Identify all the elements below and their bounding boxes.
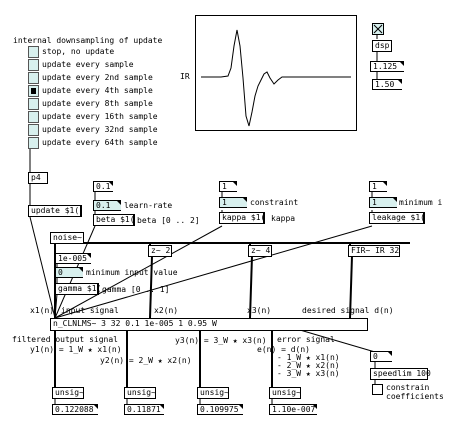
radio-option-label: update every 32nd sample <box>42 125 158 134</box>
fir-object[interactable]: FIR~ IR 32 <box>348 245 400 257</box>
meter-value-1[interactable]: 0.122088 <box>52 404 98 415</box>
update-message[interactable]: update $1( <box>28 205 82 217</box>
rate-numbox[interactable]: 1.50 <box>372 79 402 90</box>
x3-label: x3(n) <box>247 306 272 315</box>
beta-message[interactable]: beta $1( <box>93 214 135 226</box>
gamma-slider[interactable]: 0 <box>55 267 83 278</box>
kappa-message[interactable]: kappa $1( <box>219 212 265 224</box>
y2-label: y2(n) = 2_W ★ x2(n) <box>100 356 192 365</box>
radio-option-label: update every 4th sample <box>42 86 153 95</box>
constraint-numbox[interactable]: 1 <box>219 181 237 192</box>
coefficients-label: coefficients <box>386 392 444 401</box>
gamma-label: gamma [0 .. 1] <box>102 285 170 294</box>
gamma-numbox[interactable]: 1e-005 <box>55 253 91 264</box>
unsig-object-3[interactable]: unsig~ <box>197 387 229 399</box>
meter-value-3[interactable]: 0.109975 <box>197 404 243 415</box>
beta-label: beta [0 .. 2] <box>137 216 200 225</box>
unsig-object-1[interactable]: unsig~ <box>52 387 84 399</box>
input-signal-label: input signal <box>61 306 119 315</box>
filtered-output-label: filtered output signal <box>12 335 118 344</box>
radio-option-label: update every 8th sample <box>42 99 153 108</box>
dsp-object[interactable]: dsp <box>372 40 392 52</box>
unsig-object-4[interactable]: unsig~ <box>269 387 301 399</box>
radio-cell[interactable] <box>28 85 39 97</box>
speedlim-object[interactable]: speedlim 100 <box>370 368 431 380</box>
e3-label: - 3_W ★ x3(n) <box>277 369 340 378</box>
z4-object[interactable]: z~ 4 <box>248 245 272 257</box>
learnrate-label: learn-rate <box>124 201 173 210</box>
dsp-toggle[interactable] <box>372 23 384 35</box>
radio-option-label: stop, no update <box>42 47 115 56</box>
graph-label-ir: IR <box>180 72 190 81</box>
radio-cell[interactable] <box>28 59 39 71</box>
cpu-numbox[interactable]: 1.125 <box>370 61 404 72</box>
mininput-slider[interactable]: 1 <box>369 197 397 208</box>
meter-value-2[interactable]: 0.11871 <box>124 404 164 415</box>
mininput-label: minimum i <box>399 198 443 207</box>
learnrate-numbox[interactable]: 0.1 <box>93 181 113 192</box>
constraint-label: constraint <box>250 198 299 207</box>
lms-object[interactable]: n_CLNLMS~ 3 32 0.1 1e-005 1 0.95 W <box>50 318 368 331</box>
x1-label: x1(n) <box>30 306 55 315</box>
learnrate-slider[interactable]: 0.1 <box>93 200 121 211</box>
constraint-slider[interactable]: 1 <box>219 197 247 208</box>
noise-object[interactable]: noise~ <box>50 232 84 244</box>
en-label: e(n) = d(n) <box>257 345 310 354</box>
unsig-object-2[interactable]: unsig~ <box>124 387 156 399</box>
radio-option-label: update every 16th sample <box>42 112 158 121</box>
desired-label: desired signal d(n) <box>302 306 394 315</box>
radio-cell[interactable] <box>28 98 39 110</box>
x2-label: x2(n) <box>154 306 179 315</box>
radio-cell[interactable] <box>28 124 39 136</box>
speed-numbox[interactable]: 0 <box>370 351 392 362</box>
e2-label: - 2_W ★ x2(n) <box>277 361 340 370</box>
radio-cell[interactable] <box>28 111 39 123</box>
mininput-numbox[interactable]: 1 <box>369 181 387 192</box>
constrain-toggle[interactable] <box>372 384 383 395</box>
meter-value-4[interactable]: 1.10e-007 <box>269 404 317 415</box>
gamma-message[interactable]: gamma $1( <box>55 283 101 295</box>
radio-cell[interactable] <box>28 72 39 84</box>
p4-object[interactable]: p4 <box>28 172 48 184</box>
radio-cell[interactable] <box>28 137 39 149</box>
radio-option-label: update every sample <box>42 60 134 69</box>
constrain-label: constrain <box>386 383 430 392</box>
toggle-x-icon <box>373 24 383 34</box>
radio-option-label: update every 64th sample <box>42 138 158 147</box>
ir-waveform <box>201 29 351 127</box>
min-input-label: minimum input value <box>86 268 178 277</box>
z2-object[interactable]: z~ 2 <box>148 245 172 257</box>
e1-label: - 1_W ★ x1(n) <box>277 353 340 362</box>
y1-label: y1(n) = 1_W ★ x1(n) <box>30 345 122 354</box>
radio-option-label: update every 2nd sample <box>42 73 153 82</box>
leakage-message[interactable]: leakage $1( <box>369 212 425 224</box>
radio-cell[interactable] <box>28 46 39 58</box>
y3-label: y3(n) = 3_W ★ x3(n) <box>175 336 267 345</box>
radio-title: internal downsampling of update <box>13 36 163 45</box>
kappa-label: kappa <box>271 214 296 223</box>
ir-graph[interactable] <box>195 15 357 131</box>
downsample-radio[interactable]: stop, no update update every sample update… <box>28 46 188 150</box>
error-signal-label: error signal <box>277 335 335 344</box>
